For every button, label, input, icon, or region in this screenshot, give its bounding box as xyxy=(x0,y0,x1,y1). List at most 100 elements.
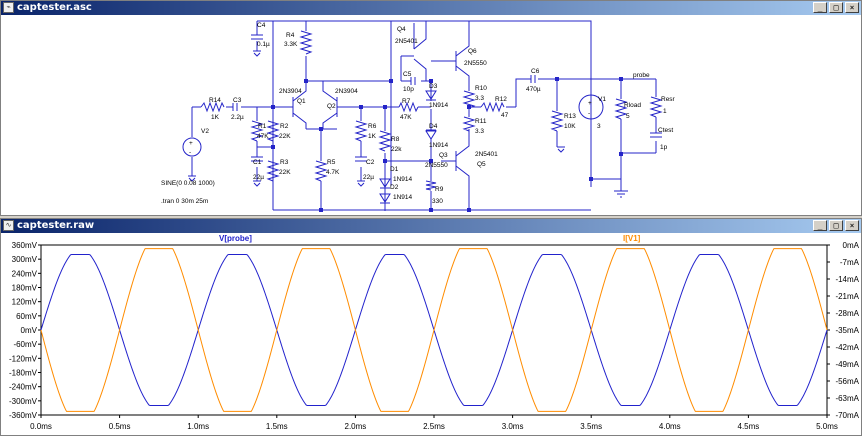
r8-value: 22k xyxy=(391,146,402,153)
r4-value: 3.3K xyxy=(284,41,298,48)
r14-value: 1K xyxy=(211,114,220,121)
resr-value: 1 xyxy=(663,108,667,115)
svg-text:+: + xyxy=(588,100,592,107)
x-tick-label: 4.0ms xyxy=(659,422,681,431)
right-tick-label: -14mA xyxy=(835,275,859,284)
r12-ref: R12 xyxy=(495,96,507,103)
x-tick-label: 0.5ms xyxy=(109,422,131,431)
left-tick-label: 300mV xyxy=(12,255,38,264)
d2-ref: D2 xyxy=(390,184,399,191)
c2-value: 22µ xyxy=(363,174,374,181)
r7-ref: R7 xyxy=(402,98,411,105)
tran-directive[interactable]: .tran 0 30m 25m xyxy=(161,198,208,205)
c6-value: 470µ xyxy=(526,86,541,93)
minimize-button[interactable]: _ xyxy=(813,220,827,231)
left-tick-label: 240mV xyxy=(12,269,38,278)
schematic-canvas[interactable]: +- +- C4 0.1µ R4 3.3K Q4 2N5401 Q6 2N555… xyxy=(1,15,861,215)
left-tick-label: -180mV xyxy=(9,369,38,378)
waveform-title: captester.raw xyxy=(17,220,95,231)
right-tick-label: -28mA xyxy=(835,309,859,318)
r10-value: 3.3 xyxy=(475,95,484,102)
left-tick-label: -60mV xyxy=(13,340,37,349)
r1-value: 47K xyxy=(257,133,269,140)
right-tick-label: -49mA xyxy=(835,360,859,369)
left-tick-label: -360mV xyxy=(9,411,38,420)
x-tick-label: 3.0ms xyxy=(502,422,524,431)
resr-ref: Resr xyxy=(661,96,676,103)
schematic-polarity: +- +- xyxy=(189,100,592,156)
x-tick-label: 2.0ms xyxy=(345,422,367,431)
left-tick-label: 0mV xyxy=(21,326,38,335)
right-tick-label: -21mA xyxy=(835,292,859,301)
q3-value: 2N5550 xyxy=(425,162,448,169)
q2-value: 2N3904 xyxy=(335,88,358,95)
schematic-doc-icon: ⌁ xyxy=(3,2,14,13)
trace-iv1 xyxy=(40,248,828,412)
r1-ref: R1 xyxy=(258,123,267,130)
q5-value: 2N5401 xyxy=(475,151,498,158)
schematic-window: ⌁ captester.asc _ □ × xyxy=(0,0,862,216)
right-axis-ticks: 0mA-7mA-14mA-21mA-28mA-35mA-42mA-49mA-56… xyxy=(827,241,860,420)
r2-ref: R2 xyxy=(280,123,289,130)
minimize-button[interactable]: _ xyxy=(813,2,827,13)
r8-ref: R8 xyxy=(391,136,400,143)
x-tick-label: 2.5ms xyxy=(423,422,445,431)
svg-text:+: + xyxy=(189,140,193,147)
right-tick-label: -63mA xyxy=(835,394,859,403)
waveform-plot[interactable]: 360mV300mV240mV180mV120mV60mV0mV-60mV-12… xyxy=(1,233,861,435)
c4-value: 0.1µ xyxy=(257,41,270,48)
close-button[interactable]: × xyxy=(845,2,859,13)
left-tick-label: -120mV xyxy=(9,354,38,363)
trace-label-iv1[interactable]: I[V1] xyxy=(623,234,641,243)
r11-value: 3.3 xyxy=(475,128,484,135)
r6-ref: R6 xyxy=(368,123,377,130)
trace-label-vprobe[interactable]: V[probe] xyxy=(219,234,252,243)
r5-value: 4.7K xyxy=(326,169,340,176)
c1-ref: C1 xyxy=(253,159,262,166)
x-tick-label: 0.0ms xyxy=(30,422,52,431)
c6-ref: C6 xyxy=(531,68,540,75)
c2-ref: C2 xyxy=(366,159,375,166)
svg-text:-: - xyxy=(588,110,590,117)
d3-ref: D3 xyxy=(429,83,438,90)
x-tick-label: 3.5ms xyxy=(580,422,602,431)
left-tick-label: 180mV xyxy=(12,284,38,293)
r13-value: 10K xyxy=(564,123,576,130)
c5-value: 10p xyxy=(403,86,414,93)
r10-ref: R10 xyxy=(475,85,487,92)
close-button[interactable]: × xyxy=(845,220,859,231)
v1-value: 3 xyxy=(597,123,601,130)
r6-value: 1K xyxy=(368,133,377,140)
d1-ref: D1 xyxy=(390,166,399,173)
rload-ref: Rload xyxy=(624,102,641,109)
q3-ref: Q3 xyxy=(439,152,448,159)
left-tick-label: 120mV xyxy=(12,298,38,307)
q1-ref: Q1 xyxy=(297,98,306,105)
maximize-button[interactable]: □ xyxy=(829,2,843,13)
r11-ref: R11 xyxy=(475,118,487,125)
q6-ref: Q6 xyxy=(468,48,477,55)
r3-ref: R3 xyxy=(280,159,289,166)
q4-value: 2N5401 xyxy=(395,38,418,45)
c3-value: 2.2µ xyxy=(231,114,244,121)
maximize-button[interactable]: □ xyxy=(829,220,843,231)
r5-ref: R5 xyxy=(327,159,336,166)
x-tick-label: 1.0ms xyxy=(187,422,209,431)
sine-source-spec: SINE(0 0.08 1000) xyxy=(161,180,215,187)
rload-value: 5 xyxy=(626,113,630,120)
d2-value: 1N914 xyxy=(393,194,413,201)
v1-ref: V1 xyxy=(598,96,606,103)
waveform-titlebar[interactable]: ∿ captester.raw _ □ × xyxy=(1,219,861,233)
c3-ref: C3 xyxy=(233,97,242,104)
q6-value: 2N5550 xyxy=(464,60,487,67)
right-tick-label: -7mA xyxy=(840,258,860,267)
schematic-titlebar[interactable]: ⌁ captester.asc _ □ × xyxy=(1,1,861,15)
schematic-symbols xyxy=(182,30,663,204)
c4-ref: C4 xyxy=(257,22,266,29)
left-tick-label: 60mV xyxy=(16,312,38,321)
r14-ref: R14 xyxy=(209,97,221,104)
x-tick-label: 5.0ms xyxy=(816,422,838,431)
d4-value: 1N914 xyxy=(429,142,449,149)
r12-value: 47 xyxy=(501,112,509,119)
